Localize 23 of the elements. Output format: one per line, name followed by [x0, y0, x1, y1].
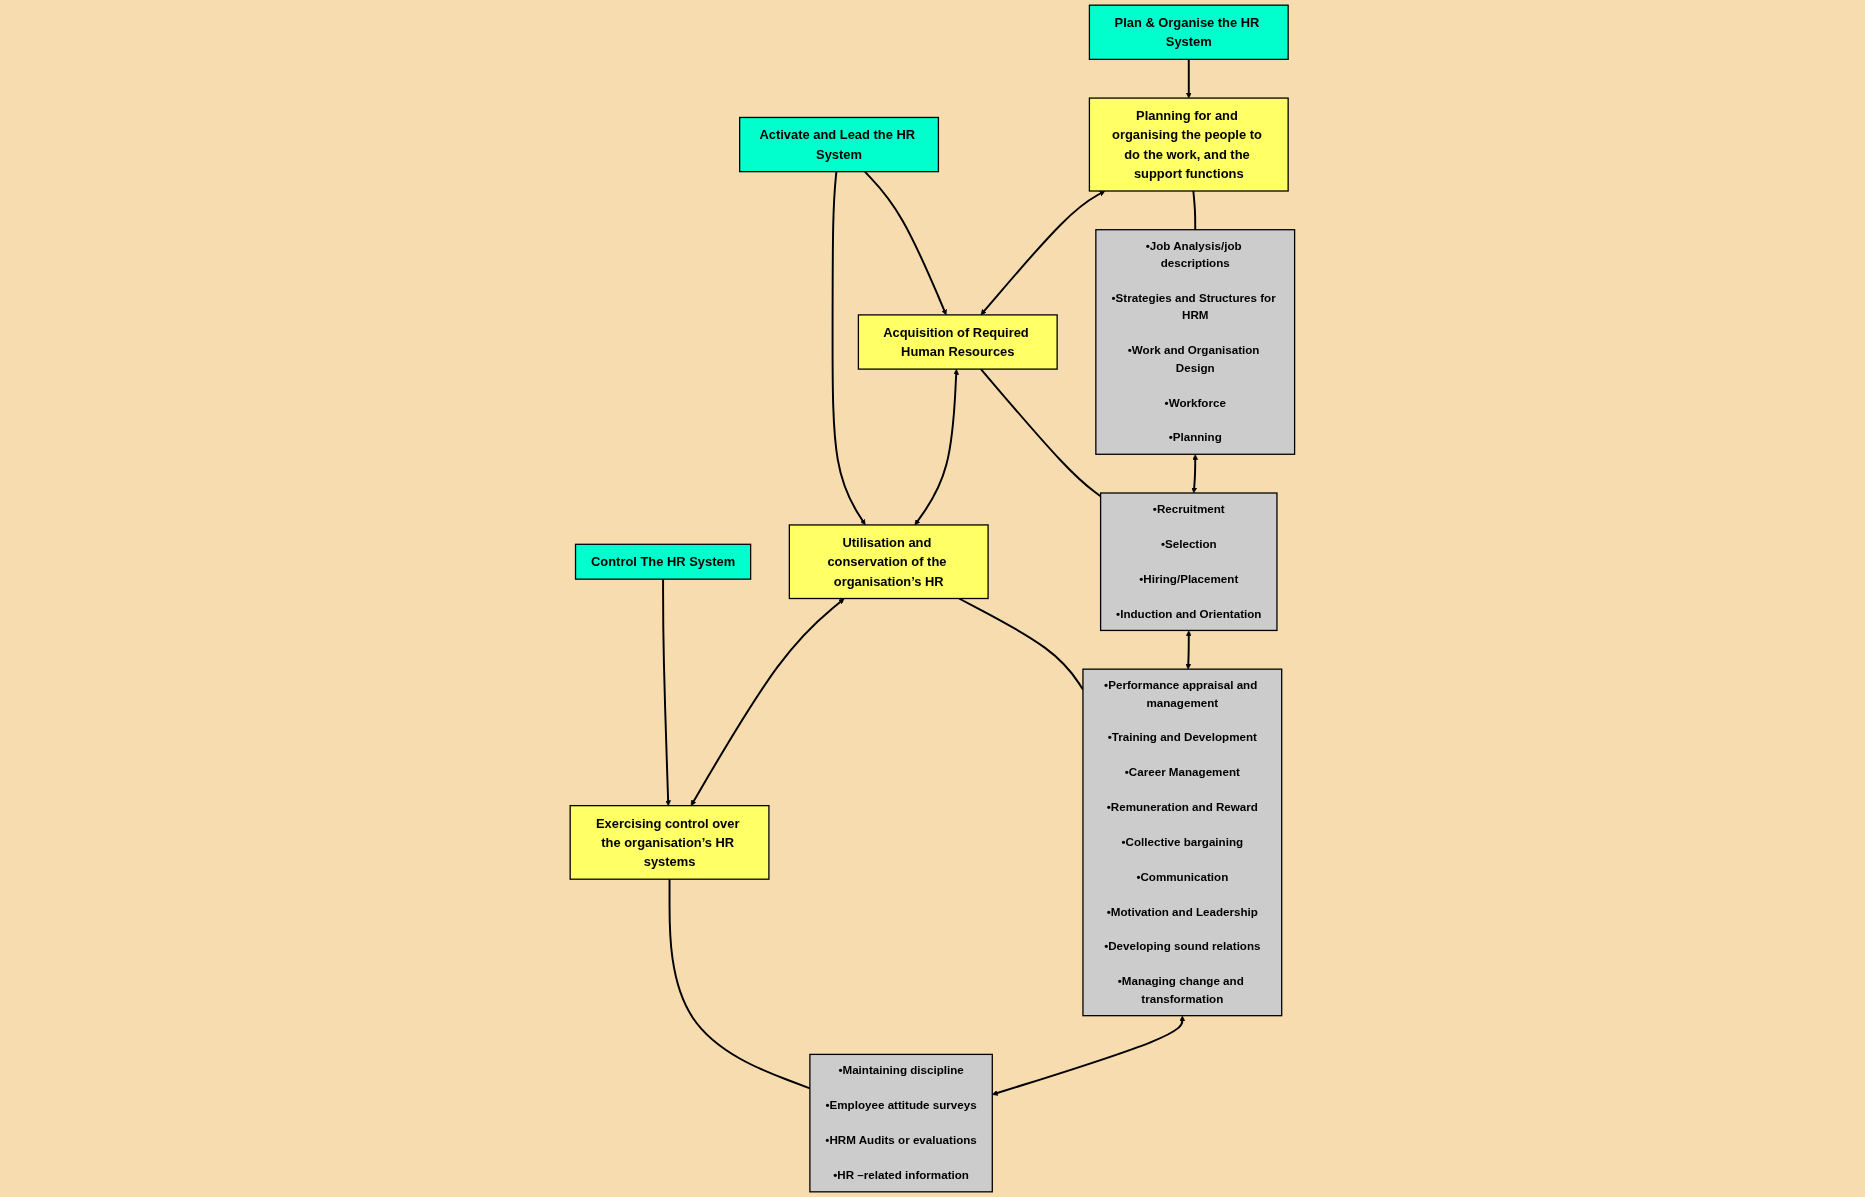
arrow — [863, 170, 947, 316]
node-box: Exercising control over the organisation’s HR systems — [569, 805, 770, 880]
node-box: Activate and Lead the HR System — [739, 116, 940, 173]
arrow — [980, 190, 1106, 316]
node-box: •Maintaining discipline •Employee attitude surveys •HRM Audits or evaluations •HR –related information — [809, 1053, 994, 1193]
node-box: Plan & Organise the HR System — [1088, 4, 1289, 60]
connector — [1192, 190, 1197, 231]
arrow — [662, 578, 672, 806]
connector — [668, 878, 811, 1090]
arrow — [1186, 58, 1192, 99]
arrow — [690, 598, 845, 806]
arrow — [992, 1015, 1186, 1096]
arrow — [1185, 630, 1192, 670]
arrow — [1191, 454, 1199, 494]
node-box: Planning for and organising the people to do the work, and the support functions — [1088, 97, 1289, 192]
node-box: Utilisation and conservation of the organisation’s HR — [788, 524, 989, 600]
node-box: •Job Analysis/job descriptions •Strategies and Structures for HRM •Work and Organisation Design •Workforce •Planning — [1095, 229, 1296, 455]
arrow — [831, 170, 866, 526]
arrow — [914, 369, 960, 526]
node-box: •Performance appraisal and management •Training and Development •Career Management •Remuneration and Reward •Collective bargaining •Communication •Motivation and Leadership •Developing sound relations •Managing change and transformation — [1082, 668, 1283, 1017]
node-box: Control The HR System — [575, 543, 752, 580]
node-box: •Recruitment •Selection •Hiring/Placement •Induction and Orientation — [1100, 492, 1278, 632]
node-box: Acquisition of Required Human Resources — [857, 314, 1058, 370]
